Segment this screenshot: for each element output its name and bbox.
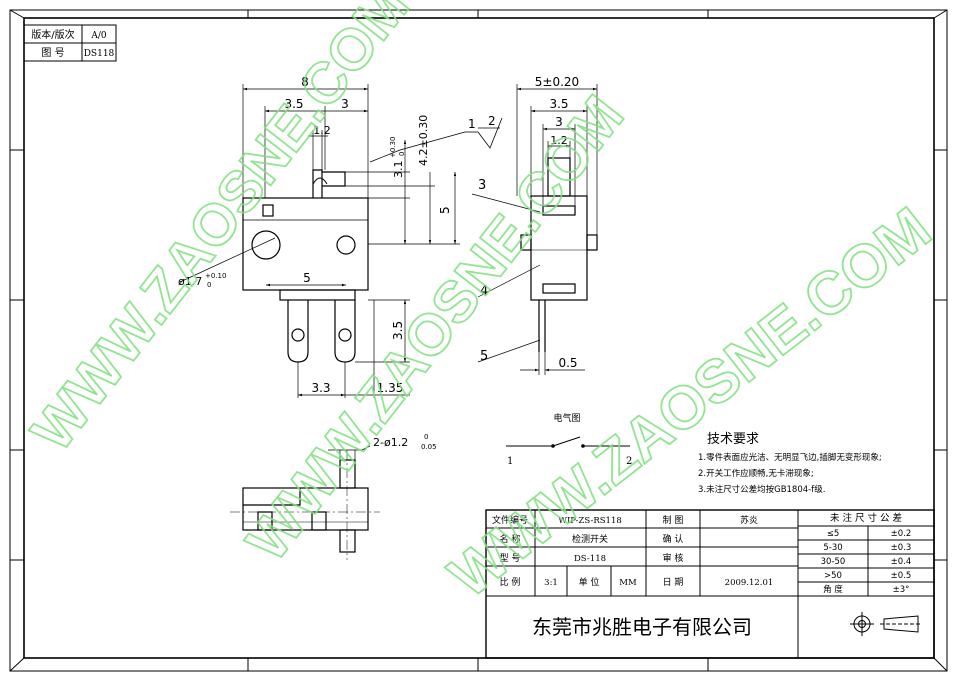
drawing-no-value: DS118 (84, 49, 115, 59)
dim-lever-offset-tol-upper: +0.30 (389, 137, 397, 158)
model-label: 型 号 (500, 553, 521, 564)
dim-side-width: 5±0.20 (535, 75, 579, 89)
dim-lever-width: 1.2 (313, 124, 331, 137)
schematic-terminal-2: 2 (626, 456, 632, 467)
schematic-node (581, 444, 585, 448)
name-value: 检测开关 (572, 533, 608, 545)
callout-3: 3 (478, 178, 486, 193)
dim-top-right: 3 (341, 97, 349, 111)
dim-hole-dia-tol-upper: +0.10 (205, 272, 226, 280)
version-value: A/0 (90, 31, 107, 41)
tech-requirement-item: 2.开关工作应顺畅,无卡滞现象; (698, 468, 814, 479)
file-no-label: 文件编号 (492, 514, 528, 526)
dim-top-width: 8 (301, 75, 309, 89)
drawn-label: 制 图 (663, 514, 684, 526)
schematic-node (551, 444, 555, 448)
callout-5: 5 (480, 349, 488, 364)
dim-terminal-pitch: 3.3 (311, 381, 330, 395)
tolerance-range: >50 (824, 571, 842, 581)
tolerance-value: ±0.3 (891, 543, 912, 553)
unit-value: MM (619, 578, 637, 588)
title-block: 文件编号 WIP-ZS-RS118 名 称 检测开关 型 号 DS-118 比 … (485, 509, 935, 659)
dim-top-left: 3.5 (284, 97, 303, 111)
watermark-layer: WWW.ZAOSNE.COM WWW.ZAOSNE.COM WWW.ZAOSNE… (18, 0, 944, 611)
callout-4: 4 (480, 284, 488, 299)
tolerance-value: ±3° (893, 585, 910, 595)
dim-terminal-height: 3.5 (391, 321, 405, 340)
side-view (471, 84, 598, 375)
version-label: 版本/版次 (31, 28, 74, 41)
bottom-view-dimension: 2-ø1.2 0 0.05 (373, 433, 437, 451)
dim-side-mid: 3 (555, 115, 563, 129)
drawn-value: 苏炎 (740, 514, 758, 526)
schematic-title: 电气图 (553, 412, 580, 424)
tolerance-table: 未 注 尺 寸 公 差 ≤5 ±0.2 5-30 ±0.3 30-50 ±0.4… (821, 512, 912, 595)
electrical-schematic: 电气图 1 2 (506, 412, 632, 467)
tolerance-range: 角 度 (823, 584, 843, 595)
tech-requirements-title: 技术要求 (707, 432, 759, 447)
front-view-dimensions: 8 3.5 3 1.2 3.1 +0.30 0 4.2±0.30 5 ø1.7 … (178, 75, 452, 395)
tolerance-range: ≤5 (827, 529, 840, 539)
dim-side-inner: 3.5 (549, 97, 568, 111)
file-no-value: WIP-ZS-RS118 (558, 516, 622, 526)
callout-leaders-top (399, 117, 503, 151)
dim-pin-hole-tol-lower: 0.05 (421, 443, 437, 451)
revision-table: 版本/版次 A/0 图 号 DS118 (23, 24, 117, 62)
name-label: 名 称 (500, 533, 521, 545)
dim-terminal-edge: 1.35 (377, 381, 404, 395)
dim-side-lever: 1.2 (550, 134, 568, 147)
review-label: 审 核 (663, 552, 684, 564)
sheet-border (9, 9, 948, 672)
scale-value: 3:1 (544, 578, 558, 588)
dim-pin-hole-tol-upper: 0 (424, 433, 428, 441)
projection-symbol-icon (850, 612, 922, 636)
dim-pin-hole: 2-ø1.2 (373, 436, 408, 449)
tech-requirements: 技术要求 1.零件表面应光洁、无明显飞边,插脚无变形现象; 2.开关工作应顺畅,… (698, 432, 882, 495)
drawing-no-label: 图 号 (41, 47, 64, 59)
scale-label: 比 例 (500, 576, 521, 588)
dim-pin-thickness: 0.5 (558, 356, 577, 370)
tolerance-range: 5-30 (823, 543, 842, 553)
callout-1: 1 (468, 117, 476, 131)
tolerance-title: 未 注 尺 寸 公 差 (830, 512, 902, 524)
dim-hole-dia: ø1.7 (178, 275, 202, 288)
tech-requirement-item: 1.零件表面应光洁、无明显飞边,插脚无变形现象; (698, 452, 882, 463)
tolerance-range: 30-50 (821, 557, 846, 567)
callout-2: 2 (488, 114, 496, 128)
dim-body-height: 5 (438, 206, 452, 214)
tech-requirement-item: 3.未注尺寸公差均按GB1804-f级. (698, 484, 825, 495)
bottom-view (230, 445, 380, 560)
date-value: 2009.12.01 (725, 578, 774, 588)
company-name: 东莞市兆胜电子有限公司 (532, 615, 752, 639)
model-value: DS-118 (574, 554, 606, 564)
tolerance-value: ±0.5 (891, 571, 912, 581)
date-label: 日 期 (663, 577, 684, 588)
dim-lever-offset-tol-lower: 0 (398, 152, 406, 156)
confirm-label: 确 认 (663, 533, 684, 545)
dim-lever-height: 4.2±0.30 (417, 115, 430, 166)
unit-label: 单 位 (579, 576, 600, 588)
front-view (179, 84, 460, 398)
dim-lever-offset: 3.1 (392, 161, 405, 179)
dim-hole-dia-tol-lower: 0 (207, 281, 211, 289)
schematic-terminal-1: 1 (507, 456, 513, 467)
dim-hole-spacing: 5 (303, 271, 311, 285)
side-view-dimensions: 5±0.20 3.5 3 1.2 0.5 3 4 5 (478, 75, 579, 370)
tolerance-value: ±0.4 (891, 557, 912, 567)
tolerance-value: ±0.2 (891, 529, 912, 539)
